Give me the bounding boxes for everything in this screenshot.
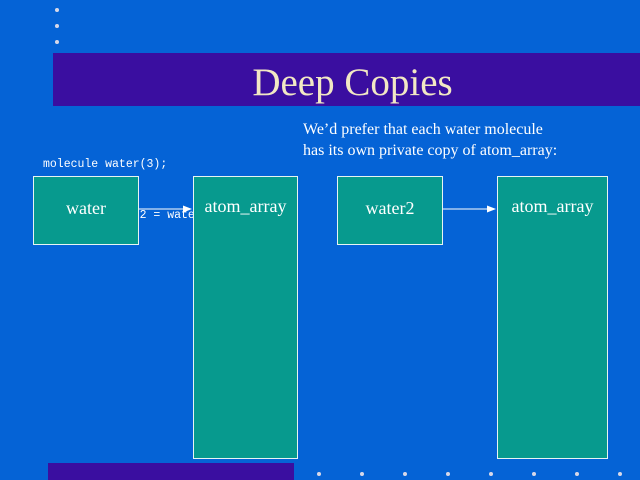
code-line: molecule water(3); [43, 158, 168, 171]
decorative-dot [618, 472, 622, 476]
slide-title: Deep Copies [252, 61, 453, 104]
decorative-dot [55, 24, 59, 28]
note-line: We’d prefer that each water molecule [303, 121, 543, 138]
water2-atom-array-label: atom_array [511, 196, 594, 216]
explanation-note: We’d prefer that each water molecule has… [303, 119, 557, 161]
decorative-dot [360, 472, 364, 476]
decorative-dot [55, 40, 59, 44]
water2-atom-array-box: atom_array [497, 176, 608, 459]
note-line: has its own private copy of atom_array: [303, 142, 558, 159]
decorative-dot [403, 472, 407, 476]
footer-bar [48, 463, 294, 480]
water-atom-array-box: atom_array [193, 176, 298, 459]
decorative-dot [317, 472, 321, 476]
water2-object-label: water2 [365, 198, 415, 218]
decorative-dot [489, 472, 493, 476]
decorative-dot [575, 472, 579, 476]
water-object-label: water [66, 198, 106, 218]
water2-object-box: water2 [337, 176, 443, 245]
decorative-dot [532, 472, 536, 476]
water-atom-array-label: atom_array [204, 196, 287, 216]
title-bar: Deep Copies [53, 53, 640, 106]
decorative-dot [55, 8, 59, 12]
arrowhead-icon [487, 205, 496, 213]
water-object-box: water [33, 176, 139, 245]
decorative-dot [446, 472, 450, 476]
